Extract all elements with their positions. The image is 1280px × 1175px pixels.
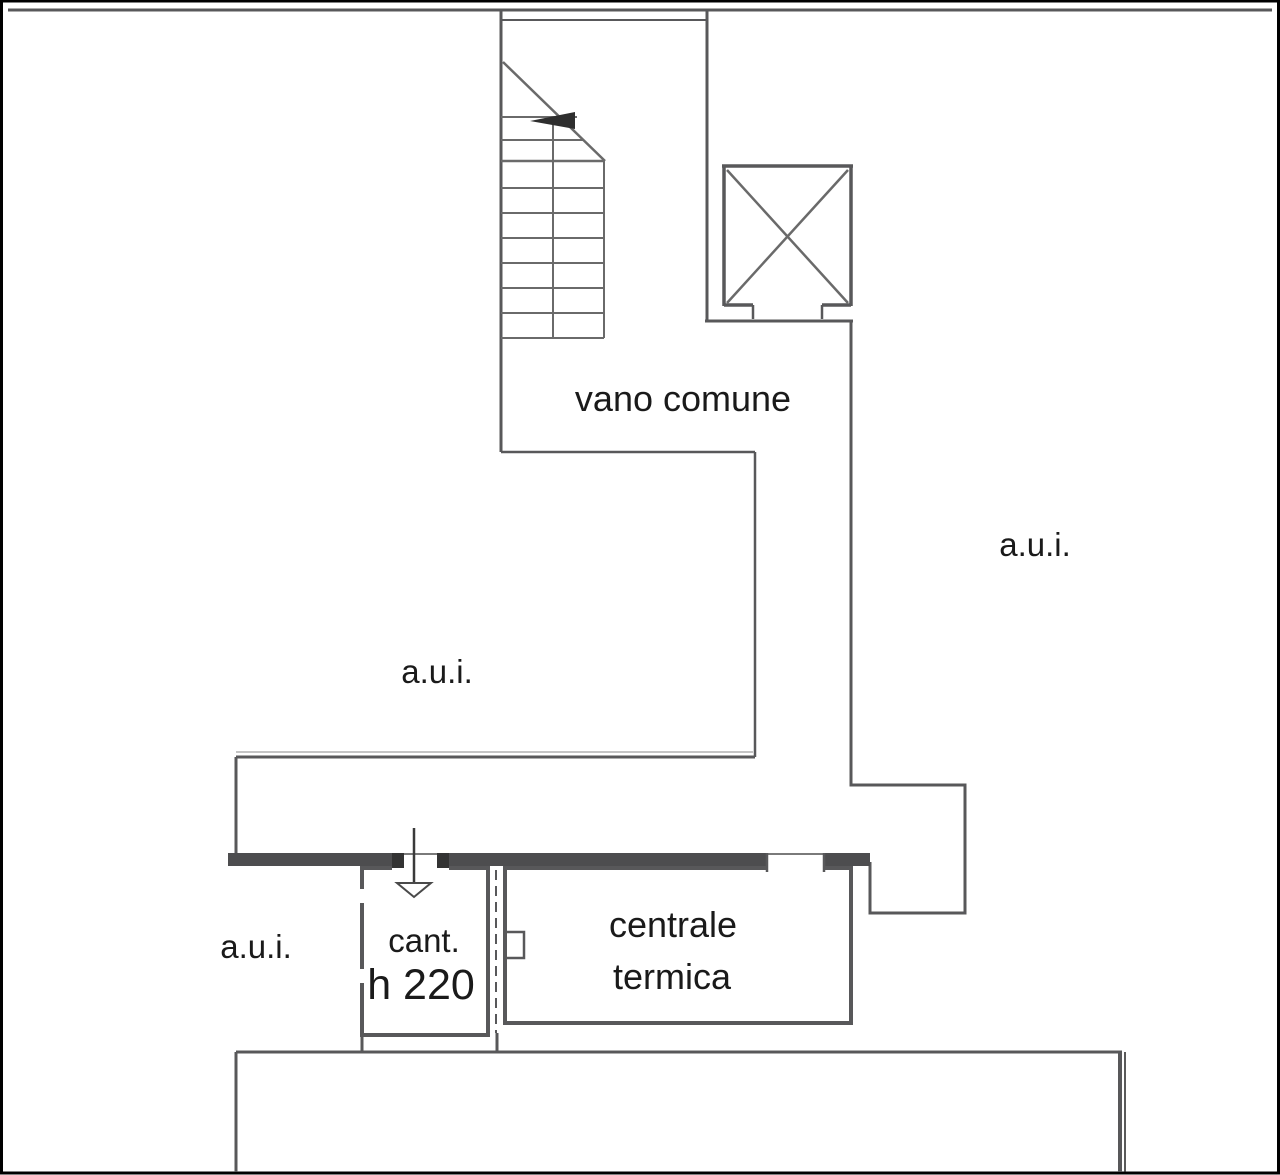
boiler-room	[503, 866, 853, 1025]
label-boiler-line2: termica	[613, 956, 732, 997]
stairwell-walls	[499, 10, 709, 452]
label-common-space: vano comune	[575, 378, 791, 419]
cellar-door-jamb	[392, 853, 404, 868]
stair-direction-arrow-icon	[530, 112, 575, 129]
wall-notch	[359, 889, 366, 903]
label-aui-left: a.u.i.	[401, 653, 473, 690]
boiler-wall-jamb	[503, 930, 526, 960]
lower-connector-walls	[360, 1033, 499, 1052]
entry-arrow-icon	[394, 828, 434, 899]
label-cellar-line2: h 220	[367, 961, 475, 1009]
label-boiler-line1: centrale	[609, 904, 737, 945]
top-boundary-wall	[8, 8, 1272, 21]
corridor-south-wall	[228, 853, 870, 872]
wall-notch	[359, 969, 366, 983]
lower-block	[234, 1050, 1126, 1172]
cellar-door-jamb	[437, 853, 449, 868]
cellar-room	[359, 866, 490, 1037]
label-cellar-line1: cant.	[388, 922, 460, 959]
elevator	[722, 164, 853, 319]
stair-cut-diagonal	[502, 61, 606, 162]
staircase	[501, 61, 606, 339]
common-space-boundary	[234, 450, 757, 855]
label-aui-bottom: a.u.i.	[220, 928, 292, 965]
east-boundary-wall	[849, 321, 967, 915]
elevator-x-icon	[726, 169, 849, 304]
label-aui-right: a.u.i.	[999, 526, 1071, 563]
